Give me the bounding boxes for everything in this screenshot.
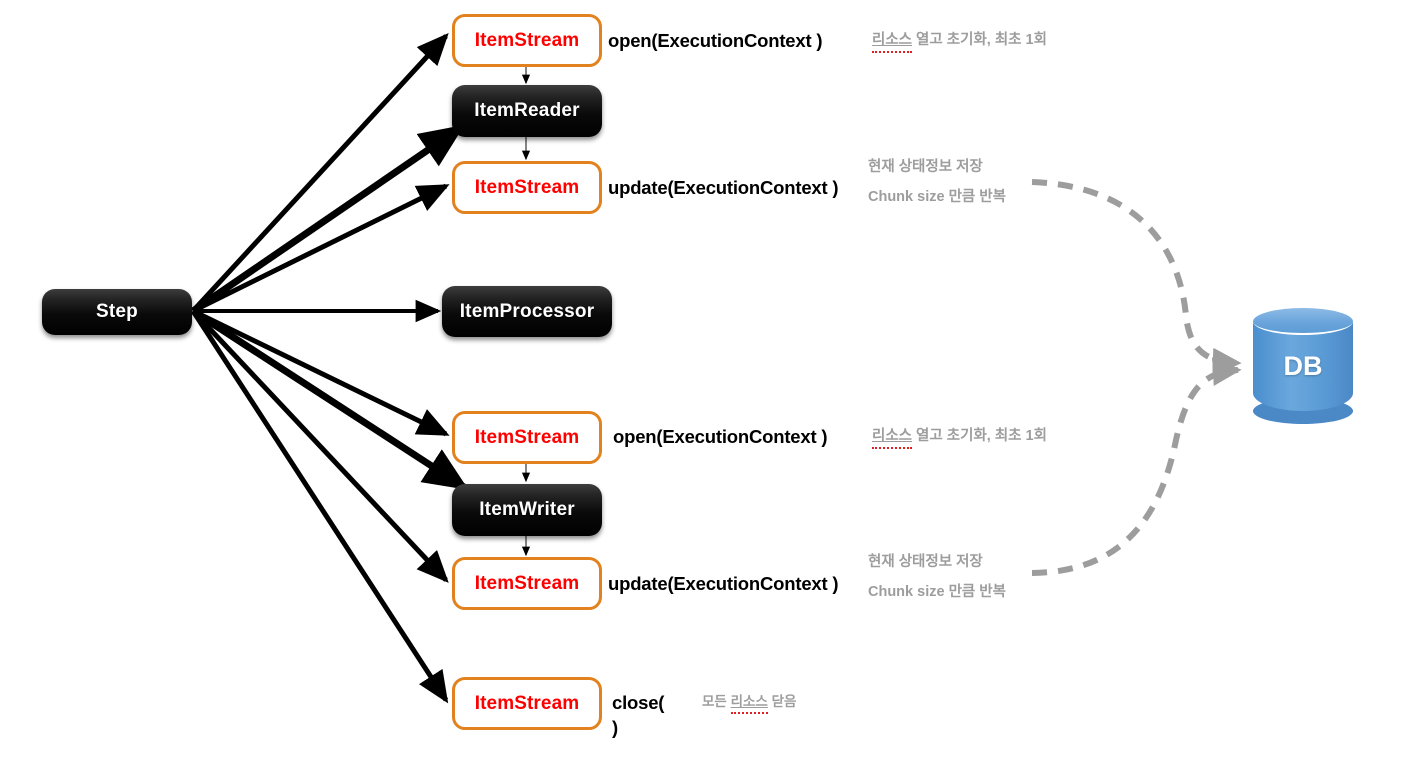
db-cylinder-top	[1253, 308, 1353, 335]
edge-writer-update-to-db	[1031, 357, 1242, 576]
method-label-reader-update: update(ExecutionContext )	[608, 177, 839, 198]
node-item-processor[interactable]: ItemProcessor	[442, 286, 612, 337]
note-line-1: 현재 상태정보 저장	[868, 554, 983, 570]
db-cylinder-body	[1253, 321, 1353, 411]
note-rest: 열고 초기화, 최초 1회	[912, 32, 1047, 48]
node-item-writer[interactable]: ItemWriter	[452, 484, 602, 536]
method-label-writer-update: update(ExecutionContext )	[608, 573, 839, 594]
method-label-close-line2: )	[612, 717, 618, 738]
node-item-stream-reader-open[interactable]: ItemStream	[452, 14, 602, 67]
edge-reader-update-to-db	[1031, 179, 1242, 377]
edge-step-to-writer-open-stream	[191, 308, 450, 437]
note-rest: 닫음	[767, 694, 797, 709]
note-line-1: 현재 상태정보 저장	[868, 159, 983, 175]
node-item-writer-label: ItemWriter	[479, 499, 575, 520]
edge-step-to-item-reader	[191, 124, 465, 314]
db-label: DB	[1283, 350, 1323, 381]
node-item-stream-label: ItemStream	[474, 572, 580, 594]
edge-step-to-reader-update-stream	[191, 183, 450, 314]
note-line-2: Chunk size 만큼 반복	[868, 584, 1006, 600]
node-step[interactable]: Step	[42, 289, 192, 335]
method-label-close-line1: close(	[612, 692, 665, 713]
node-item-stream-reader-update[interactable]: ItemStream	[452, 161, 602, 214]
edge-step-to-close-stream	[190, 309, 449, 704]
method-label-close: close( )	[612, 690, 667, 740]
node-item-reader[interactable]: ItemReader	[452, 85, 602, 137]
note-reader-update: 현재 상태정보 저장 Chunk size 만큼 반복	[868, 152, 1006, 212]
node-database[interactable]: DB	[1253, 308, 1353, 424]
node-item-stream-label: ItemStream	[474, 692, 580, 714]
note-rest: 열고 초기화, 최초 1회	[912, 428, 1047, 444]
node-item-reader-label: ItemReader	[474, 100, 580, 121]
note-reader-open: 리소스 열고 초기화, 최초 1회	[872, 25, 1047, 55]
note-close: 모든 리소스 닫음	[702, 687, 796, 717]
note-spell-word: 리소스	[872, 428, 913, 444]
node-step-label: Step	[96, 301, 138, 322]
node-item-stream-writer-open[interactable]: ItemStream	[452, 411, 602, 464]
edge-step-to-reader-open-stream	[191, 33, 449, 313]
method-label-writer-open: open(ExecutionContext )	[613, 426, 828, 447]
node-item-stream-label: ItemStream	[474, 176, 580, 198]
note-spell-word: 리소스	[872, 32, 913, 48]
node-item-processor-label: ItemProcessor	[459, 300, 595, 322]
note-spell-word: 리소스	[730, 694, 768, 709]
edge-step-to-item-writer	[191, 308, 469, 491]
note-line-2: Chunk size 만큼 반복	[868, 189, 1006, 205]
note-writer-open: 리소스 열고 초기화, 최초 1회	[872, 421, 1047, 451]
note-writer-update: 현재 상태정보 저장 Chunk size 만큼 반복	[868, 547, 1006, 607]
node-item-stream-writer-update[interactable]: ItemStream	[452, 557, 602, 610]
node-item-stream-label: ItemStream	[474, 29, 580, 51]
node-item-stream-label: ItemStream	[474, 426, 580, 448]
edge-step-to-writer-update-stream	[191, 309, 449, 583]
note-prefix: 모든	[702, 694, 731, 709]
method-label-reader-open: open(ExecutionContext )	[608, 30, 823, 51]
node-item-stream-close[interactable]: ItemStream	[452, 677, 602, 730]
